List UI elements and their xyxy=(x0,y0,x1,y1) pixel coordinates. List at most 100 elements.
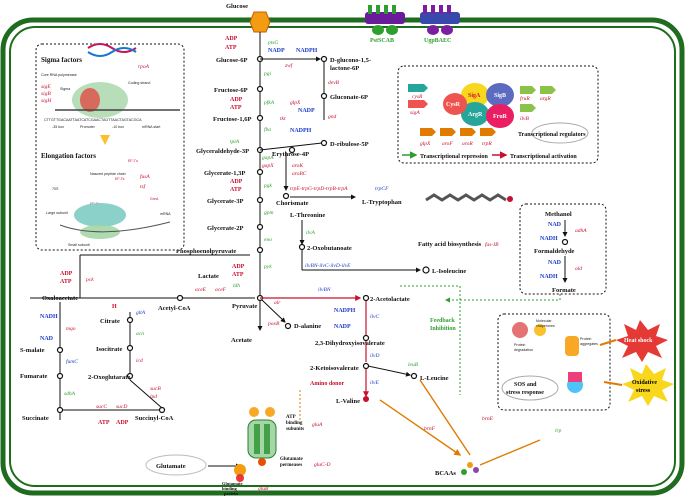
met-ketoiso: 2-Ketoisovalerate xyxy=(310,365,359,372)
gene-sucB: sucB xyxy=(150,386,161,392)
label-tr-repression: Transcriptional repression xyxy=(420,154,489,160)
gene-trp: trpE-trpG-trpD-trpB-trpA xyxy=(290,186,348,192)
label-glut-perm-a: Glutamate xyxy=(280,457,304,462)
glutamate-binding-protein-icon xyxy=(234,464,246,482)
gene-aroBC: aroBC xyxy=(292,171,307,177)
gene-mqo: mqo xyxy=(66,326,76,332)
cof-nad-1: NAD xyxy=(40,336,54,342)
met-dihydroxy: 2,3-Dihydroxyisovalerate xyxy=(315,340,385,347)
label-prot-agg-a: Protein xyxy=(580,337,591,341)
label-prot-deg-a: Protein xyxy=(514,343,525,347)
gene-gapX: gapX xyxy=(262,163,274,169)
label-fatty-acid: Fatty acid biosynthesis xyxy=(418,241,482,248)
met-valine: L-Valine xyxy=(336,398,360,405)
label-amino-donor: Amino donor xyxy=(310,381,345,387)
label-oxidative-b: stress xyxy=(636,388,651,394)
label-minus10: -10 box xyxy=(112,125,124,129)
met-succinate: Succinate xyxy=(22,415,49,422)
cof-nadh-3: NADH xyxy=(540,274,558,280)
met-glutamate: Glutamate xyxy=(156,463,186,470)
met-glucono-b: lactone-6P xyxy=(330,65,359,72)
gene-cysr: cysR xyxy=(412,94,423,100)
label-glut-bind-a: Glutamate xyxy=(222,481,243,486)
regulator-complex-icon xyxy=(443,83,514,128)
label-mrna: mRNA xyxy=(160,212,171,216)
gene-sdhA: sdhA xyxy=(64,391,76,397)
met-acetate: Acetate xyxy=(231,337,252,344)
gene-fusA: fusA xyxy=(140,173,150,180)
gene-poxB: poxB xyxy=(267,321,280,327)
heat-shock-icon xyxy=(616,320,668,362)
met-alanine: D-alanine xyxy=(294,323,321,330)
gene-adhA: adhA xyxy=(575,228,587,234)
met-fumarate: Fumarate xyxy=(20,373,48,380)
gene-pgk: pgk xyxy=(263,183,273,189)
cof-nad-3: NAD xyxy=(548,260,562,266)
label-sigma: Sigma xyxy=(60,87,70,91)
met-acetolactate: 2-Acetolactate xyxy=(370,296,410,303)
gene-ilvbn-long: ilvBN-ilvC-ilvD-ilvE xyxy=(305,263,351,269)
met-ribulose: D-ribulose-5P xyxy=(330,141,369,148)
gene-ldh: ldh xyxy=(233,283,240,289)
label-feedback-a: Feedback xyxy=(430,318,455,324)
label-glut-perm-b: permeases xyxy=(280,463,302,468)
met-isocitrate: Isocitrate xyxy=(96,346,122,353)
met-oxobutanoate: 2-Oxobutanoate xyxy=(307,245,352,252)
label-argr: ArgR xyxy=(468,112,483,118)
met-isoleucine: L-Isoleucine xyxy=(432,268,466,275)
gene-pgi: pgi xyxy=(263,71,272,77)
met-chorismate: Chorismate xyxy=(276,200,309,207)
gene-tkt: tkt xyxy=(280,116,286,122)
gene-fumC: fumC xyxy=(66,358,78,365)
met-glucose: Glucose xyxy=(226,3,248,10)
label-mrna-start: mRNA start xyxy=(142,125,160,129)
cof-nad-2: NAD xyxy=(548,222,562,228)
cof-atp-3: ATP xyxy=(230,187,242,193)
label-mol-chap-b: chaperones xyxy=(536,324,555,328)
gene-fba: fba xyxy=(264,126,271,133)
gene-gluA: gluA xyxy=(312,422,323,428)
gene-pfkA: pfkA xyxy=(263,99,275,106)
gene-ald: ald xyxy=(575,266,582,272)
gene-trpCF: trpCF xyxy=(375,186,389,192)
met-pep: Phosphoenolpyruvate xyxy=(176,248,236,255)
glucose-transporter-icon xyxy=(249,11,271,33)
label-eftu: EF-Tu xyxy=(128,159,138,163)
gene-gluB: gluB xyxy=(258,486,269,492)
gene-aror: aroR xyxy=(462,141,473,147)
gene-sucD: sucD xyxy=(116,404,127,410)
label-transcription-reg: Transcriptional regulators xyxy=(518,132,586,138)
gene-leuB: leuB xyxy=(408,362,419,368)
gene-gltA: gltA xyxy=(136,310,146,316)
label-atp-binding-a: ATP xyxy=(286,415,296,420)
gene-aceF: aceF xyxy=(215,287,227,293)
met-glycerate-2p: Glycerate-2P xyxy=(207,225,243,232)
met-bcaas: BCAAs xyxy=(435,470,456,477)
met-glycerate-13p: Glycerate-1,3P xyxy=(204,170,245,177)
cof-adp-2: ADP xyxy=(230,97,243,103)
gene-gapA: gapA xyxy=(262,155,274,161)
cof-nadp-3: NADP xyxy=(334,324,351,330)
met-formate: Formate xyxy=(552,287,576,294)
met-formaldehyde: Formaldehyde xyxy=(534,248,575,255)
met-glucose-6p: Glucose-6P xyxy=(216,57,247,64)
label-sigb: SigB xyxy=(494,93,506,99)
fatty-acid-chain-icon xyxy=(425,193,513,202)
met-citrate: Citrate xyxy=(100,318,120,325)
pstscab-label: PstSCAB xyxy=(370,38,394,44)
gene-alr: alr xyxy=(274,300,281,306)
chaperone-icons xyxy=(512,322,583,393)
ugpbaec-label: UgpBAEC xyxy=(424,38,451,44)
label-mol-chap-a: Molecular xyxy=(536,319,552,323)
met-oxaloacetate: Oxaloacetate xyxy=(42,295,78,302)
gene-ilvE: ilvE xyxy=(370,380,379,386)
gene-siga: sigA xyxy=(410,110,420,116)
gene-devB: devB xyxy=(328,80,340,86)
label-atp-binding-b: binding xyxy=(286,421,303,426)
met-succinylcoa: Succinyl-CoA xyxy=(135,415,174,422)
gene-ilvBN: ilvBN xyxy=(318,287,331,293)
gene-eno: eno xyxy=(264,237,272,243)
label-promoter: Promoter xyxy=(80,125,96,129)
label-glut-bind-b: binding xyxy=(222,486,238,491)
cof-nadph-2: NADPH xyxy=(290,128,312,134)
